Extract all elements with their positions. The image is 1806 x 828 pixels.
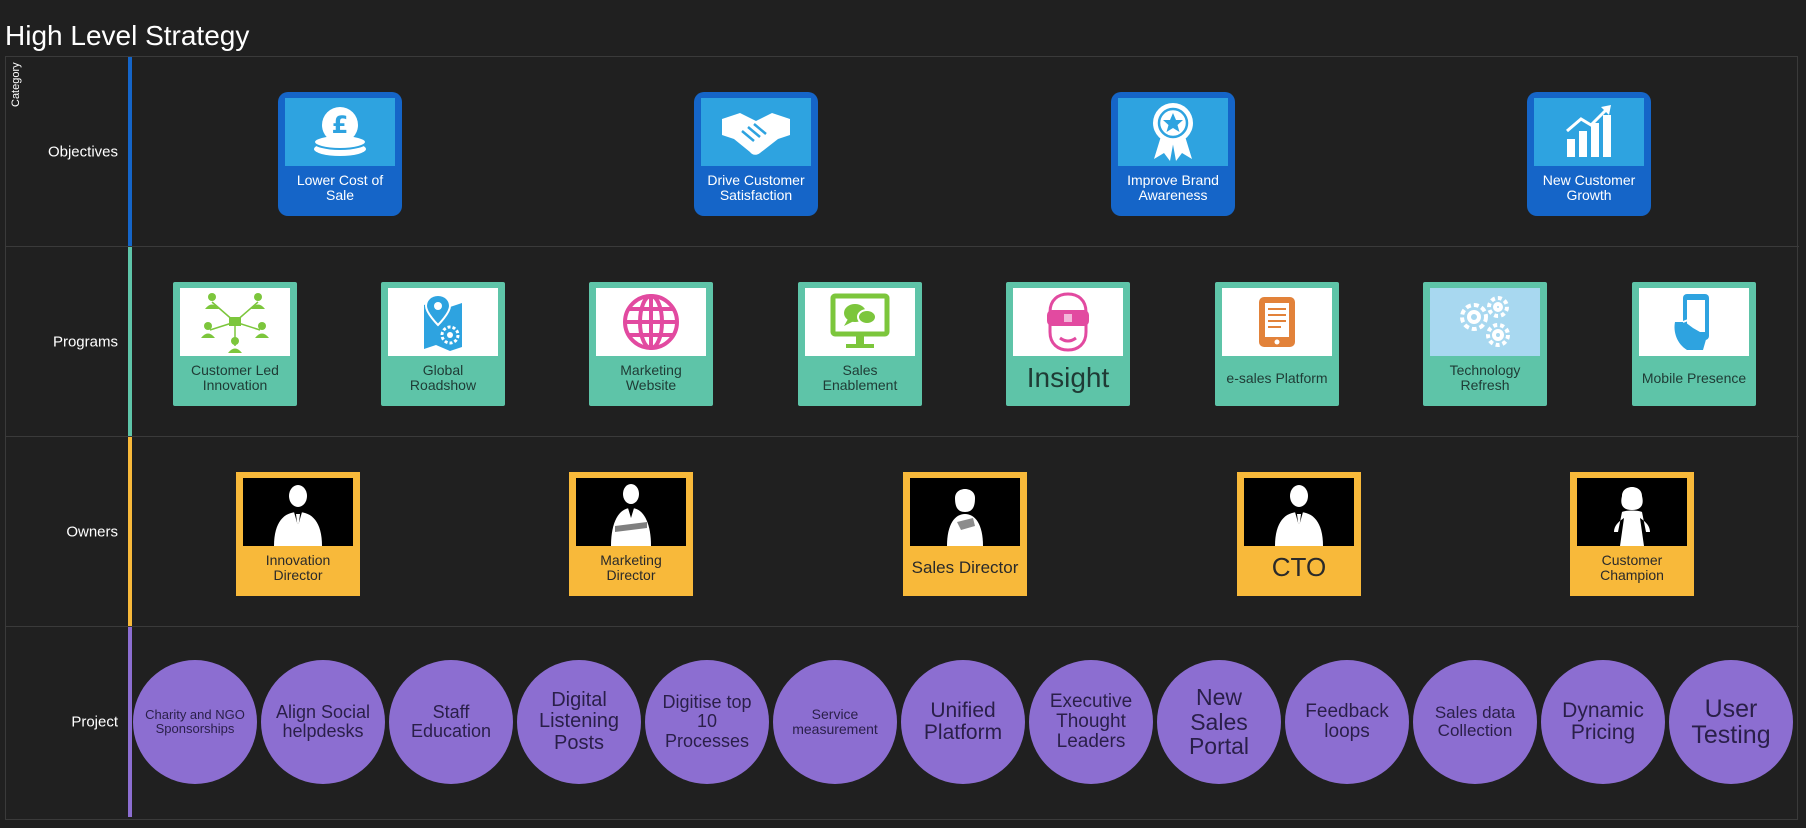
objective-caption: New Customer Growth [1542,172,1636,203]
lane-label-project: Project [71,713,118,731]
businessman-arms-crossed-icon [576,478,686,546]
owner-tile[interactable]: Marketing Director [569,472,693,596]
program-caption: Sales Enablement [822,362,898,393]
lane-project: Project Charity and NGO Sponsorships Ali… [6,627,1799,817]
monitor-chat-icon [805,288,915,356]
lane-bar-owners [128,437,132,626]
owner-caption: Sales Director [911,558,1019,578]
objective-caption: Drive Customer Satisfaction [707,172,805,203]
lane-objectives: Objectives £ Lower Cost of Sale Drive [6,57,1799,247]
owner-caption: CTO [1271,552,1327,583]
pound-coins-icon: £ [285,98,395,166]
page-title: High Level Strategy [5,20,250,51]
program-tile[interactable]: Sales Enablement [798,282,922,406]
mobile-hand-icon [1639,288,1749,356]
program-caption: Insight [1026,362,1110,394]
strategy-board: Category Objectives £ Lower Cost of Sale [5,56,1799,820]
map-gear-icon [388,288,498,356]
program-tile[interactable]: Technology Refresh [1423,282,1547,406]
project-circle[interactable]: Feedback loops [1285,660,1409,784]
program-caption: Technology Refresh [1449,362,1521,393]
program-caption: Mobile Presence [1641,369,1747,386]
svg-text:£: £ [332,111,349,139]
project-circle[interactable]: Charity and NGO Sponsorships [133,660,257,784]
owner-tile[interactable]: Sales Director [903,472,1027,596]
owner-tile[interactable]: CTO [1237,472,1361,596]
lane-bar-project [128,627,132,817]
project-circle[interactable]: Digitise top 10 Processes [645,660,769,784]
objective-tile[interactable]: Improve Brand Awareness [1111,92,1235,216]
objective-tile[interactable]: £ Lower Cost of Sale [278,92,402,216]
program-tile[interactable]: Mobile Presence [1632,282,1756,406]
objective-caption: Improve Brand Awareness [1127,172,1219,203]
program-caption: Marketing Website [620,362,682,393]
project-circle[interactable]: Service measurement [773,660,897,784]
network-people-icon [180,288,290,356]
owner-caption: Marketing Director [600,552,662,583]
vr-headset-icon [1013,288,1123,356]
lane-programs: Programs Customer Led Innovation [6,247,1799,437]
lane-label-objectives: Objectives [47,143,118,160]
program-caption: Customer Led Innovation [191,362,279,393]
project-circle[interactable]: New Sales Portal [1157,660,1281,784]
gears-icon [1430,288,1540,356]
owner-tile[interactable]: Customer Champion [1570,472,1694,596]
program-tile[interactable]: Marketing Website [589,282,713,406]
lane-label-programs: Programs [52,333,118,350]
businessman-silhouette-icon [1244,478,1354,546]
owner-tile[interactable]: Innovation Director [236,472,360,596]
objective-tile[interactable]: Drive Customer Satisfaction [694,92,818,216]
lane-bar-objectives [128,57,132,246]
owner-caption: Innovation Director [265,552,331,583]
woman-silhouette-icon [1577,478,1687,546]
project-circle[interactable]: Sales data Collection [1413,660,1537,784]
project-circle[interactable]: Unified Platform [901,660,1025,784]
project-circle[interactable]: Executive Thought Leaders [1029,660,1153,784]
award-ribbon-icon [1118,98,1228,166]
project-circle[interactable]: Dynamic Pricing [1541,660,1665,784]
handshake-icon [701,98,811,166]
objective-caption: Lower Cost of Sale [296,172,384,203]
businesswoman-silhouette-icon [910,478,1020,546]
project-circle[interactable]: Align Social helpdesks [261,660,385,784]
globe-icon [596,288,706,356]
growth-chart-icon [1534,98,1644,166]
project-circle[interactable]: User Testing [1669,660,1793,784]
lane-label-owners: Owners [66,523,118,540]
objective-tile[interactable]: New Customer Growth [1527,92,1651,216]
lane-bar-programs [128,247,132,436]
program-caption: Global Roadshow [409,362,477,393]
project-circle[interactable]: Digital Listening Posts [517,660,641,784]
program-tile[interactable]: Insight [1006,282,1130,406]
lane-owners: Owners Innovation Director [6,437,1799,627]
owner-caption: Customer Champion [1600,552,1664,583]
tablet-icon [1222,288,1332,356]
program-tile[interactable]: Global Roadshow [381,282,505,406]
program-tile[interactable]: e-sales Platform [1215,282,1339,406]
project-circle[interactable]: Staff Education [389,660,513,784]
program-caption: e-sales Platform [1226,369,1328,386]
businessman-silhouette-icon [243,478,353,546]
program-tile[interactable]: Customer Led Innovation [173,282,297,406]
